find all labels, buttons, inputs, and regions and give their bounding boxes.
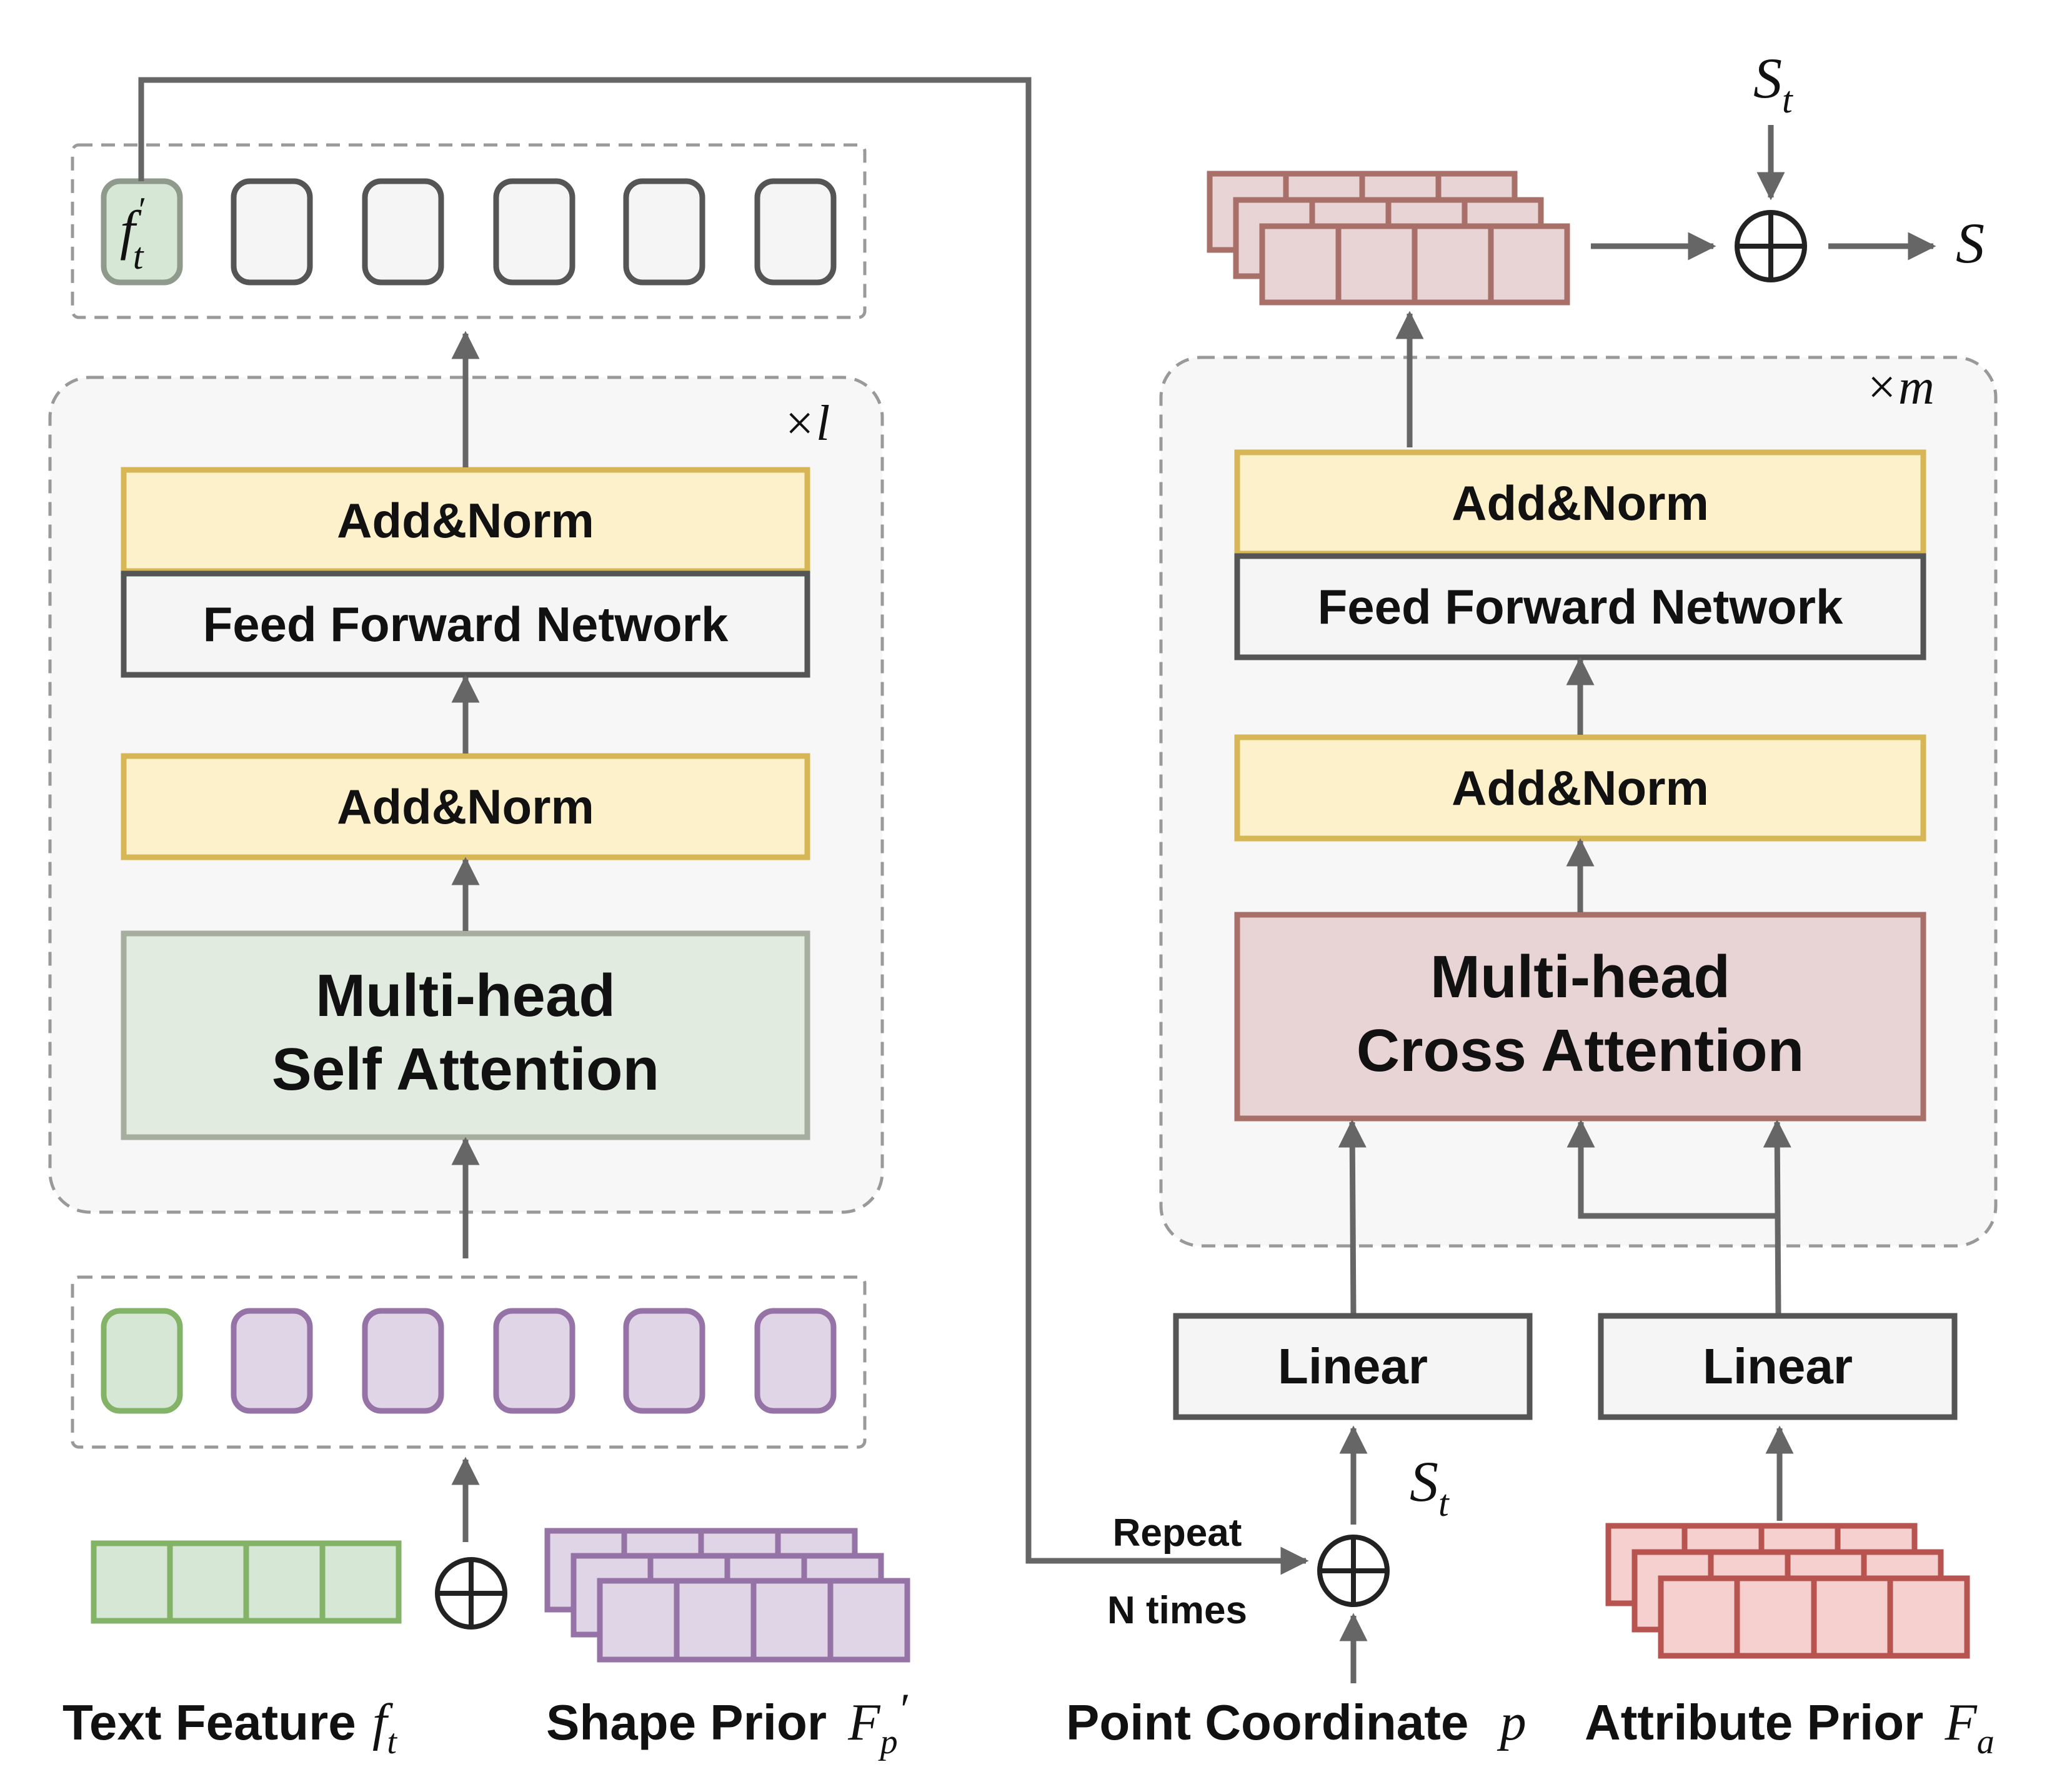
value-input-line bbox=[1763, 1119, 1791, 1315]
left-add-norm-bottom-label: Add&Norm bbox=[337, 779, 594, 834]
shape-token-input bbox=[623, 1308, 705, 1414]
right-add-norm-bottom-label: Add&Norm bbox=[1452, 760, 1709, 815]
output-token bbox=[623, 178, 705, 286]
point-coordinate-label: Point Coordinate p bbox=[1066, 1693, 1527, 1751]
attribute-prior-matrix bbox=[1605, 1523, 1970, 1659]
query-input-line bbox=[1338, 1119, 1367, 1315]
s-output-label: S bbox=[1956, 211, 1985, 275]
shape-prior-label: Shape Prior Fp′ bbox=[546, 1685, 909, 1761]
right-add-norm-bottom bbox=[1234, 734, 1926, 842]
text-feature-label: Text Feature ft bbox=[62, 1693, 397, 1761]
left-add-norm-top-label: Add&Norm bbox=[337, 493, 594, 548]
left-repeat-label: ×l bbox=[782, 396, 830, 451]
key-input-line bbox=[1566, 1119, 1778, 1219]
shape-token-input bbox=[231, 1308, 313, 1414]
left-ffn bbox=[121, 570, 810, 678]
st-bottom-label: St bbox=[1410, 1450, 1450, 1524]
repeat-label-line1: Repeat bbox=[1113, 1511, 1242, 1555]
cross-attention-label-line1: Multi-head bbox=[1430, 943, 1730, 1010]
output-token bbox=[493, 178, 575, 286]
left-add-norm-top bbox=[121, 467, 810, 574]
cross-attention-label-line2: Cross Attention bbox=[1357, 1017, 1804, 1084]
add-symbol-top bbox=[1735, 210, 1807, 282]
self-attention-label-line2: Self Attention bbox=[272, 1036, 659, 1103]
attribute-prior-label: Attribute Prior Fa bbox=[1585, 1693, 1995, 1761]
self-attention-label-line1: Multi-head bbox=[316, 962, 615, 1029]
left-ffn-label: Feed Forward Network bbox=[203, 597, 729, 652]
self-attention-box bbox=[121, 930, 810, 1140]
text-token-input bbox=[101, 1308, 183, 1414]
right-repeat-label: ×m bbox=[1865, 360, 1935, 415]
text-feature-vector bbox=[91, 1540, 402, 1624]
repeat-label-line2: N times bbox=[1107, 1589, 1247, 1632]
cross-attention-output-matrix bbox=[1207, 171, 1570, 306]
shape-prior-matrix bbox=[544, 1528, 910, 1663]
shape-token-input bbox=[362, 1308, 444, 1414]
right-ffn bbox=[1234, 553, 1926, 660]
shape-token-input bbox=[493, 1308, 575, 1414]
output-token bbox=[231, 178, 313, 286]
linear-box-point-label: Linear bbox=[1278, 1338, 1428, 1394]
right-ffn-label: Feed Forward Network bbox=[1318, 579, 1843, 634]
cross-attention-box bbox=[1234, 912, 1926, 1122]
ft-prime-routing-line bbox=[138, 77, 1309, 1575]
concat-symbol-left bbox=[435, 1557, 507, 1630]
right-add-norm-top-label: Add&Norm bbox=[1452, 475, 1709, 530]
linear-box-point bbox=[1173, 1313, 1533, 1420]
left-output-token-panel bbox=[71, 143, 867, 319]
shape-token-input bbox=[754, 1308, 837, 1414]
output-token bbox=[362, 178, 444, 286]
st-top-label: St bbox=[1753, 46, 1793, 121]
right-add-norm-top bbox=[1234, 449, 1926, 557]
output-token bbox=[754, 178, 837, 286]
linear-box-attribute-label: Linear bbox=[1703, 1338, 1853, 1394]
concat-symbol-right bbox=[1317, 1535, 1390, 1607]
linear-box-attribute bbox=[1598, 1313, 1958, 1420]
left-input-token-panel bbox=[71, 1275, 867, 1449]
